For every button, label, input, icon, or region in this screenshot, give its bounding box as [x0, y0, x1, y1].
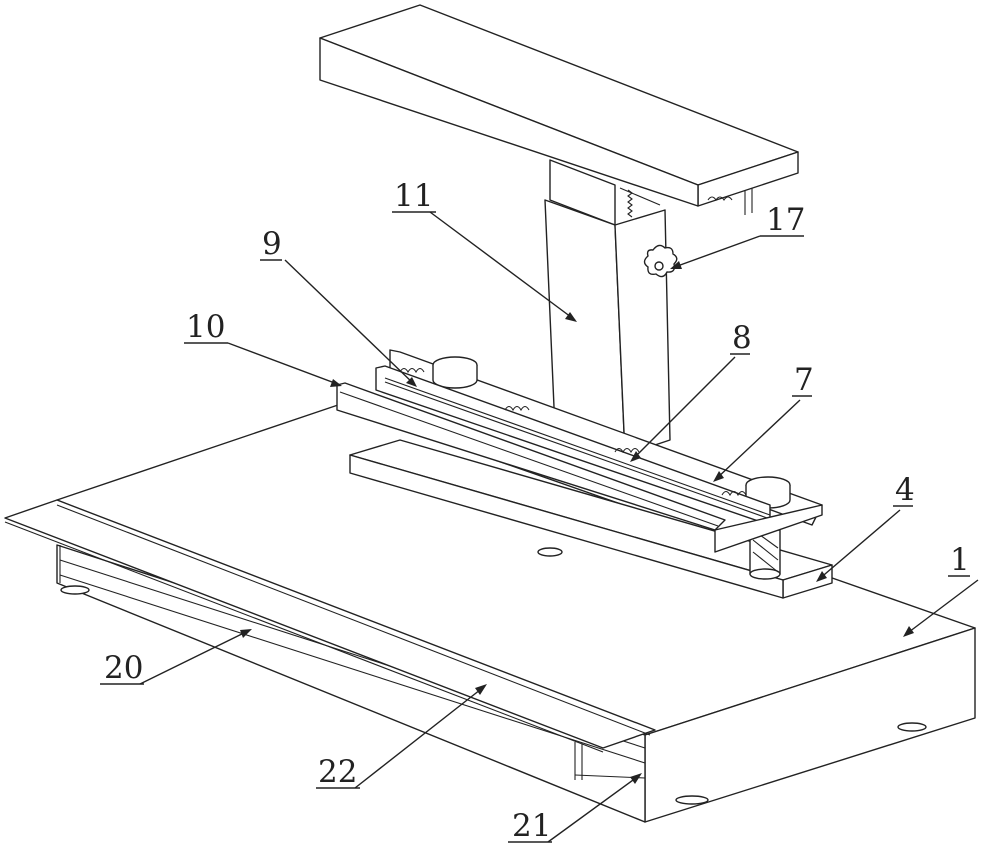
clamp-base [714, 504, 823, 553]
callout-9: 9 [262, 226, 282, 262]
callout-11: 11 [394, 178, 433, 214]
callout-4: 4 [895, 472, 915, 508]
spring [504, 405, 530, 412]
callout-1: 1 [950, 542, 970, 578]
adjust-knob [643, 244, 678, 278]
slide-plate [349, 439, 833, 599]
callout-8: 8 [732, 320, 752, 356]
spring [721, 490, 747, 497]
foot [60, 585, 90, 595]
top-arm [319, 4, 799, 215]
callout-7: 7 [794, 362, 814, 398]
callouts: 1 4 7 8 9 10 11 17 [100, 178, 979, 844]
foot [897, 722, 927, 732]
foot [537, 547, 563, 557]
callout-21: 21 [512, 808, 551, 844]
spring [399, 367, 425, 374]
callout-22: 22 [318, 754, 357, 790]
spring [614, 447, 640, 454]
front-plate [4, 499, 656, 753]
arm-front-face [319, 37, 699, 207]
front-jaw [336, 382, 726, 531]
foot [675, 795, 709, 805]
callout-17: 17 [766, 202, 805, 238]
plate-surface [4, 499, 656, 749]
callout-10: 10 [186, 309, 225, 345]
column [544, 159, 671, 456]
callout-20: 20 [104, 650, 143, 686]
